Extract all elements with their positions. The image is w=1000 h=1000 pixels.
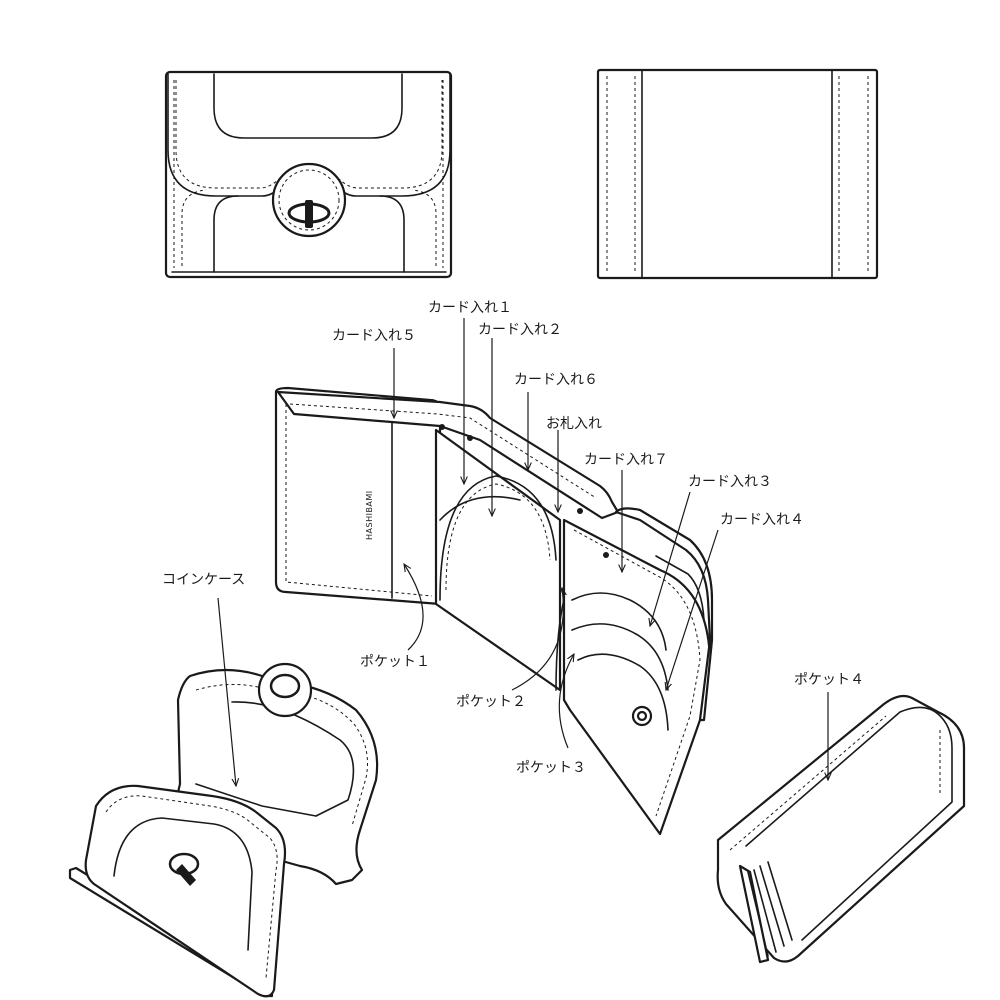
label-pocket-2: ポケット２ <box>456 694 526 710</box>
open-wallet-view: HASHIBAMI <box>274 386 714 836</box>
label-pocket-4: ポケット４ <box>794 672 864 688</box>
closed-side-view <box>716 692 966 964</box>
label-card-slot-3: カード入れ３ <box>688 474 772 490</box>
label-card-slot-7: カード入れ７ <box>584 452 668 468</box>
label-card-slot-4: カード入れ４ <box>720 512 804 528</box>
label-card-slot-2: カード入れ２ <box>478 322 562 338</box>
label-leaders <box>394 318 719 690</box>
label-card-slot-5: カード入れ５ <box>332 328 416 344</box>
brand-text: HASHIBAMI <box>365 490 374 540</box>
label-pocket-1: ポケット１ <box>360 654 430 670</box>
front-view <box>164 70 453 279</box>
label-coin-case: コインケース <box>162 572 246 588</box>
coin-case-view <box>68 597 379 998</box>
label-card-slot-6: カード入れ６ <box>514 372 598 388</box>
label-bill-slot: お札入れ <box>546 416 602 432</box>
label-pocket-3: ポケット３ <box>516 760 586 776</box>
label-card-slot-1: カード入れ１ <box>428 300 512 316</box>
back-view <box>596 68 879 280</box>
